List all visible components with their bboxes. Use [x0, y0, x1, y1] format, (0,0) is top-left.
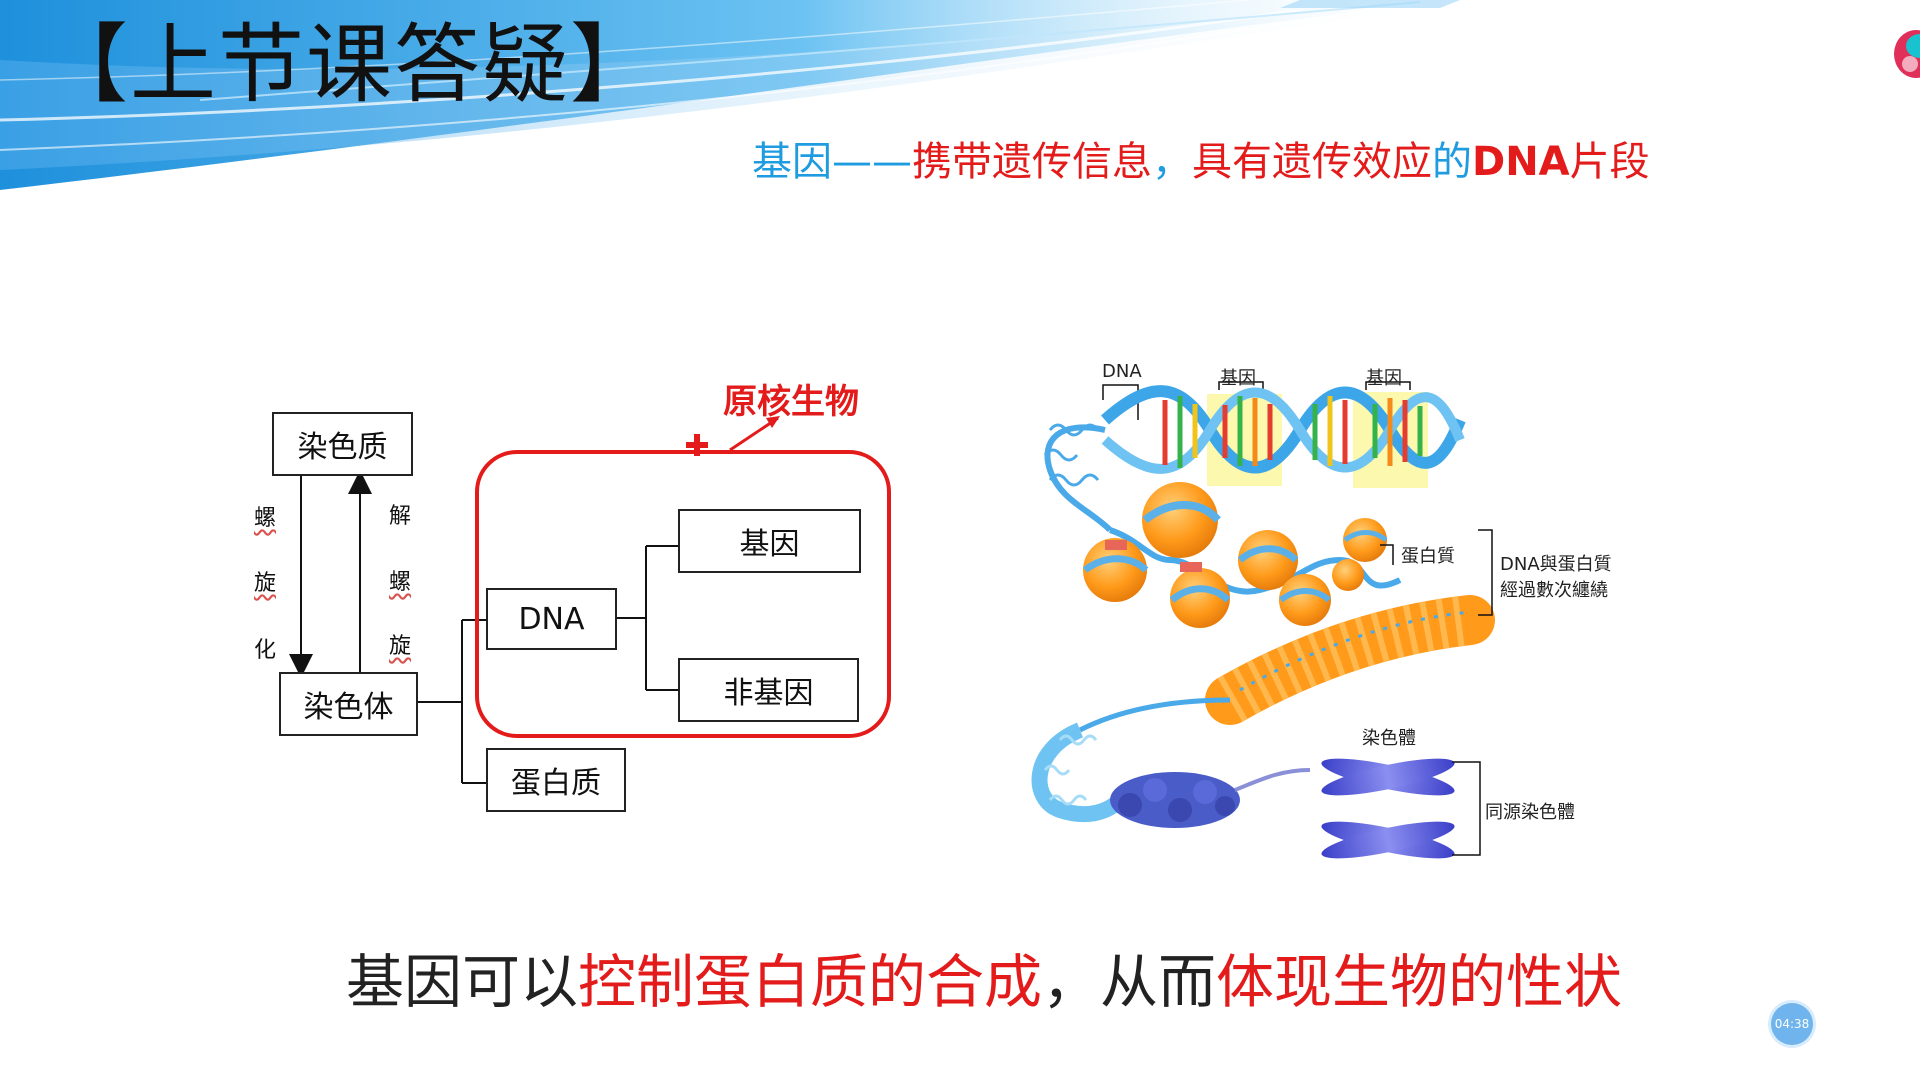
slide-title: 【上节课答疑】	[42, 15, 658, 115]
summary-part4: 体现生物的性状	[1216, 948, 1623, 1016]
bio-chromosome-label: 染色體	[1362, 728, 1416, 749]
unspiral-char-1: 解	[389, 504, 412, 529]
summary-part1: 基因可以	[346, 948, 579, 1016]
definition-part2: 具有遗传效应	[1192, 139, 1432, 185]
definition-dna: DNA	[1472, 139, 1570, 185]
protein-box: 蛋白质	[486, 748, 626, 812]
bio-coiling-line2: 經過數次纏繞	[1500, 580, 1608, 601]
plus-icon	[686, 434, 708, 456]
unspiral-char-2: 螺	[389, 570, 412, 595]
definition-dash: ——	[832, 139, 912, 185]
condensed-chromatin	[1110, 772, 1240, 828]
prokaryote-outline	[475, 450, 891, 738]
homologous-chromosomes	[1321, 758, 1455, 859]
spiral-char-3: 化	[254, 638, 277, 663]
definition-de: 的	[1432, 139, 1472, 185]
dna-helix	[1101, 385, 1466, 474]
gene-box: 基因	[678, 509, 861, 573]
timer-badge[interactable]: 04:38	[1771, 1003, 1813, 1045]
spiral-char-1: 螺	[254, 506, 277, 531]
prokaryote-label: 原核生物	[723, 382, 859, 422]
definition-comma: ，	[1152, 139, 1192, 185]
gene-definition: 基因——携带遗传信息，具有遗传效应的DNA片段	[752, 138, 1650, 186]
nucleosomes	[1082, 482, 1402, 628]
bio-gene-label-2: 基因	[1366, 368, 1402, 389]
bio-homologous-label: 同源染色體	[1485, 802, 1575, 823]
bio-dna-label: DNA	[1102, 361, 1142, 382]
chromatin-box: 染色质	[272, 412, 413, 476]
definition-term: 基因	[752, 139, 832, 185]
dna-box: DNA	[486, 588, 617, 650]
chromatin-fiber	[1205, 595, 1495, 725]
definition-fragment: 片段	[1569, 139, 1650, 185]
non-gene-box: 非基因	[678, 658, 859, 722]
bio-coiling-line1: DNA與蛋白質	[1500, 554, 1612, 575]
corner-logo-icon	[1894, 30, 1920, 78]
bio-gene-label-1: 基因	[1220, 368, 1256, 389]
spiral-char-2: 旋	[254, 571, 277, 596]
bio-protein-label: 蛋白質	[1401, 546, 1455, 567]
unspiral-char-3: 旋	[389, 634, 412, 659]
header-banner	[0, 0, 1480, 190]
summary-part3: ，从而	[1042, 948, 1217, 1016]
chromosome-box: 染色体	[279, 672, 418, 736]
summary-sentence: 基因可以控制蛋白质的合成，从而体现生物的性状	[346, 948, 1622, 1018]
summary-part2: 控制蛋白质的合成	[578, 948, 1043, 1016]
definition-part1: 携带遗传信息	[912, 139, 1152, 185]
